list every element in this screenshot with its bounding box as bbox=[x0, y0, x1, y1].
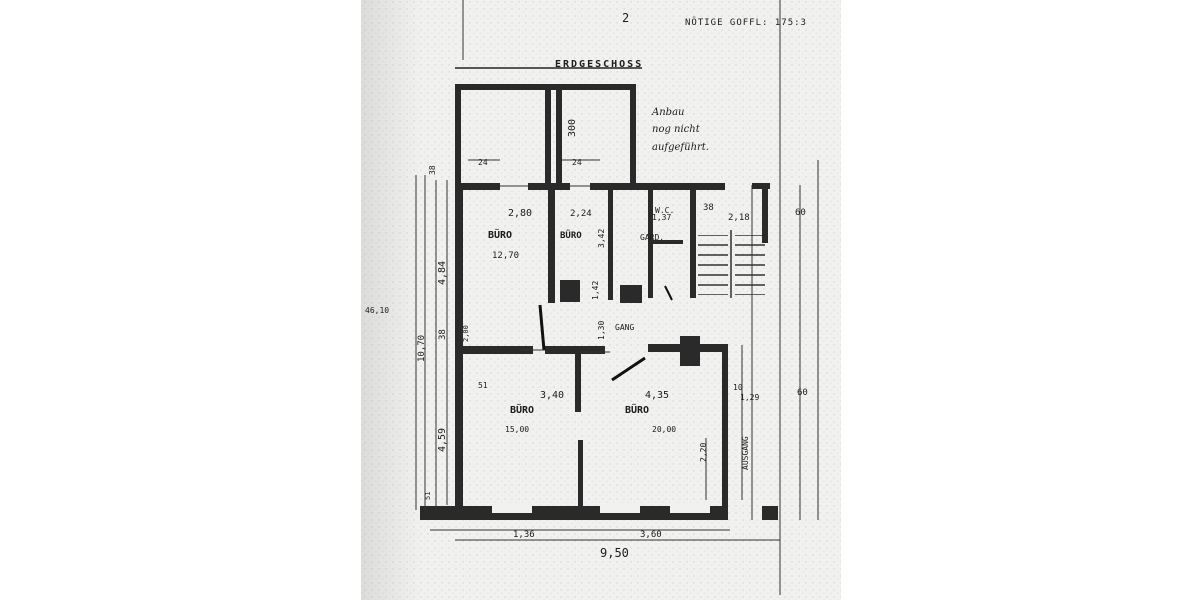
dim-top-24-b: 24 bbox=[572, 158, 582, 167]
header-note: NÖTIGE GOFFL: 175:3 bbox=[685, 17, 807, 28]
dim-left-1070: 10,70 bbox=[417, 335, 427, 362]
corridor-label: GANG bbox=[615, 323, 634, 332]
sheet-number: 2 bbox=[622, 11, 629, 25]
extension-outline bbox=[455, 67, 642, 184]
room-1-width: 2,80 bbox=[508, 208, 532, 219]
dim-left-38: 38 bbox=[438, 329, 448, 340]
room-4-width: 4,35 bbox=[645, 390, 669, 401]
extension-note-line-2: nog nicht bbox=[652, 124, 701, 135]
dim-right-60-a: 60 bbox=[795, 208, 806, 218]
dim-left-small-c: 51 bbox=[424, 492, 432, 500]
dim-left-484: 4,84 bbox=[437, 261, 448, 285]
doors bbox=[520, 285, 707, 500]
dim-right-10: 10 bbox=[733, 383, 743, 392]
dim-top-left: 38 bbox=[428, 165, 437, 175]
room-3-label: BÜRO bbox=[510, 402, 534, 416]
dim-left-459: 4,59 bbox=[437, 428, 448, 452]
dim-mid-142: 1,42 bbox=[591, 281, 600, 300]
dim-bottom-136: 1,36 bbox=[513, 530, 535, 540]
extension-dimension: 300 bbox=[567, 119, 578, 137]
exit-label: AUSGANG bbox=[741, 436, 750, 470]
reference-lines bbox=[455, 0, 819, 595]
staircase bbox=[698, 230, 765, 298]
dim-mid-220: 2,20 bbox=[699, 443, 708, 462]
room-2-width: 2,24 bbox=[570, 209, 592, 219]
dimension-text: 38 24 24 38 2,18 60 60 4,84 38 4,59 10,7… bbox=[365, 158, 808, 560]
dim-margin-left: 46,10 bbox=[365, 306, 389, 315]
floor-title: ERDGESCHOSS bbox=[555, 59, 643, 70]
extension-note-line-3: aufgeführt. bbox=[652, 142, 709, 153]
room-2-label: BÜRO bbox=[560, 230, 582, 241]
dim-right-129: 1,29 bbox=[740, 393, 759, 402]
walls bbox=[420, 182, 778, 520]
room-2-depth: 3,42 bbox=[597, 229, 606, 248]
dim-stair-38: 38 bbox=[703, 203, 714, 213]
room-1-area: 12,70 bbox=[492, 251, 519, 261]
dim-stair-width: 2,18 bbox=[728, 213, 750, 223]
dimension-lines bbox=[415, 175, 753, 531]
room-4-label: BÜRO bbox=[625, 402, 649, 416]
dim-top-24-a: 24 bbox=[478, 158, 488, 167]
wc-width: 1,37 bbox=[652, 213, 671, 222]
gard-label: GARD. bbox=[640, 233, 664, 242]
extension-note-line-1: Anbau bbox=[651, 107, 684, 118]
dim-left-small-a: 2,00 bbox=[462, 325, 470, 342]
room-4-area: 20,00 bbox=[652, 425, 676, 434]
room-3-width: 3,40 bbox=[540, 390, 564, 401]
dim-right-60-b: 60 bbox=[797, 388, 808, 398]
dim-left-small-b: 51 bbox=[478, 381, 488, 390]
room-labels: 2,80 BÜRO 12,70 2,24 BÜRO 3,42 W.C. 1,37… bbox=[488, 206, 750, 470]
scan-noise bbox=[361, 0, 841, 600]
dim-bottom-total: 9,50 bbox=[600, 546, 629, 560]
wc-label: W.C. bbox=[655, 206, 674, 215]
dim-mid-130: 1,30 bbox=[597, 321, 606, 340]
room-1-label: BÜRO bbox=[488, 227, 512, 241]
dim-bottom-360: 3,60 bbox=[640, 530, 662, 540]
room-3-area: 15,00 bbox=[505, 425, 529, 434]
